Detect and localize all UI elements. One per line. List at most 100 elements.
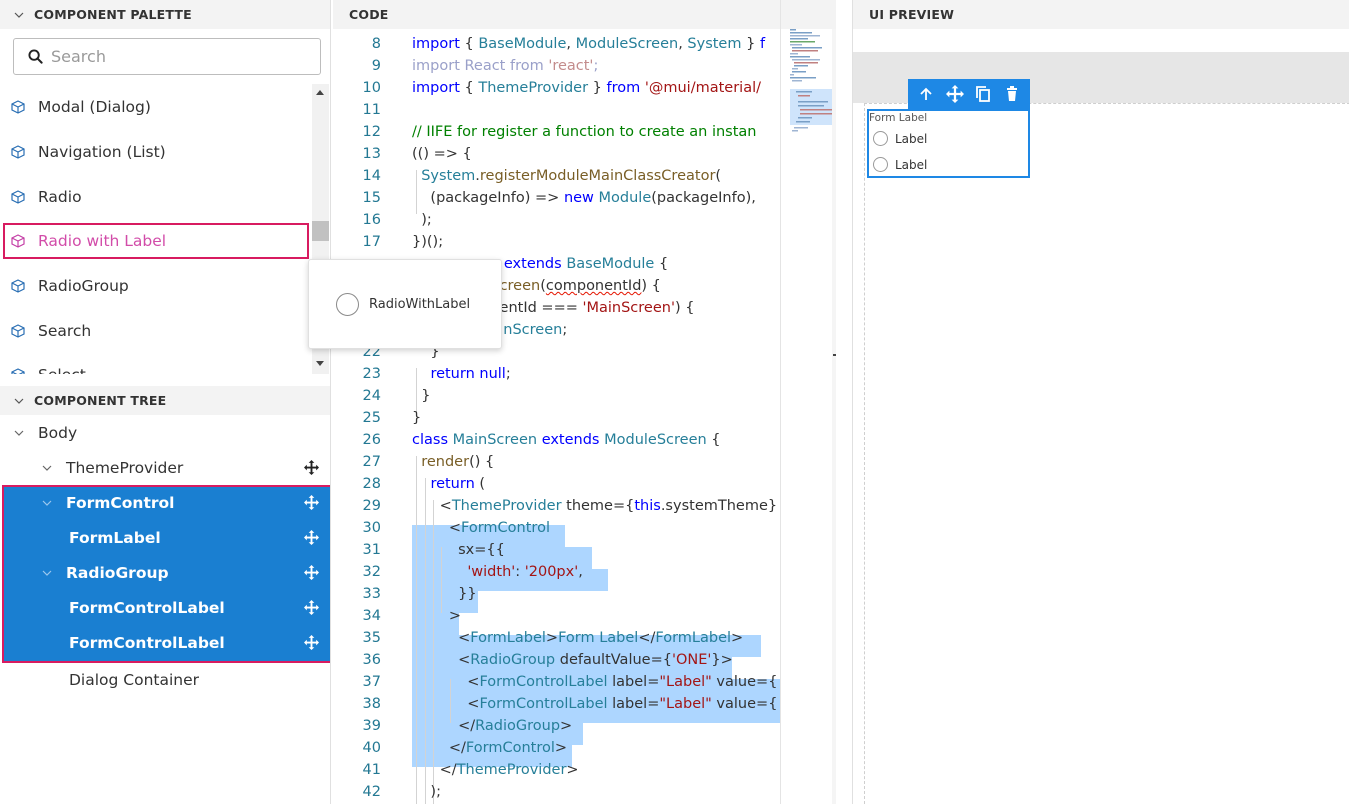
line-number: 23 <box>362 366 381 382</box>
line-number: 13 <box>362 146 381 162</box>
palette-item-navigation[interactable]: Navigation (List) <box>3 134 309 170</box>
preview-radio-label: Label <box>895 157 928 172</box>
arrow-up-icon[interactable] <box>917 85 935 103</box>
code-line: 32 'width': '200px', <box>333 561 780 583</box>
code-minimap[interactable] <box>790 29 836 139</box>
code-line: 14 System.registerModuleMainClassCreator… <box>333 165 780 187</box>
component-tree-header[interactable]: COMPONENT TREE <box>0 386 330 415</box>
preview-form-control[interactable]: Form Label Label Label <box>867 109 1030 178</box>
indent-guide <box>416 368 417 412</box>
scroll-thumb[interactable] <box>312 221 329 241</box>
component-palette-header[interactable]: COMPONENT PALETTE <box>0 0 330 29</box>
cube-icon <box>11 234 25 248</box>
editor-scrollbar[interactable] <box>832 29 836 804</box>
code-line: 34 > <box>333 605 780 627</box>
palette-item-radio-with-label[interactable]: Radio with Label <box>3 223 309 259</box>
move-icon[interactable] <box>304 530 319 545</box>
line-number: 24 <box>362 388 381 404</box>
tree-node-formcontrollabel[interactable]: FormControlLabel <box>0 625 330 660</box>
tree-node-formlabel[interactable]: FormLabel <box>0 520 330 555</box>
palette-list: Modal (Dialog) Navigation (List) Radio R… <box>0 84 312 374</box>
code-text: <FormControl <box>412 520 550 536</box>
scroll-down-arrow-icon[interactable] <box>316 361 324 366</box>
tree-node-label: FormControl <box>66 493 175 512</box>
code-text: ); <box>412 212 432 228</box>
scroll-up-arrow-icon[interactable] <box>316 90 324 95</box>
code-text: </RadioGroup> <box>412 718 573 734</box>
code-line: 27 render() { <box>333 451 780 473</box>
preview-canvas[interactable] <box>864 103 1349 804</box>
move-icon[interactable] <box>304 460 319 475</box>
copy-icon[interactable] <box>974 85 992 103</box>
tree-node-body[interactable]: Body <box>0 415 330 450</box>
chevron-down-icon[interactable] <box>42 568 52 578</box>
palette-item-search[interactable]: Search <box>3 313 309 349</box>
tree-node-themeprovider[interactable]: ThemeProvider <box>0 450 330 485</box>
tree-node-label: Body <box>38 423 78 442</box>
code-text: // IIFE for register a function to creat… <box>412 124 757 140</box>
line-number: 35 <box>362 630 381 646</box>
selection-highlight <box>412 745 572 767</box>
search-box[interactable] <box>13 38 321 75</box>
code-text: return ( <box>430 476 486 492</box>
palette-item-label: Navigation (List) <box>38 143 166 161</box>
move-icon[interactable] <box>304 635 319 650</box>
line-number: 29 <box>362 498 381 514</box>
code-text: <FormControlLabel label="Label" value={ <box>412 674 778 690</box>
code-line: 29 <ThemeProvider theme={this.systemThem… <box>333 495 780 517</box>
code-text: e extends BaseModule { <box>490 256 669 272</box>
line-number: 11 <box>362 102 381 118</box>
code-line: 28 return ( <box>333 473 780 495</box>
editor-divider <box>780 0 781 804</box>
tree-node-label: ThemeProvider <box>66 458 184 477</box>
line-number: 9 <box>371 58 381 74</box>
chevron-down-icon[interactable] <box>42 463 52 473</box>
preview-radio-label: Label <box>895 131 928 146</box>
palette-item-radio[interactable]: Radio <box>3 179 309 215</box>
code-line: 38 <FormControlLabel label="Label" value… <box>333 693 780 715</box>
search-input[interactable] <box>51 47 291 66</box>
move-icon[interactable] <box>945 85 964 103</box>
code-text: (packageInfo) => new Module(packageInfo)… <box>412 190 756 206</box>
code-text: sx={{ <box>412 542 505 558</box>
chevron-down-icon[interactable] <box>14 394 34 408</box>
delete-icon[interactable] <box>1003 85 1021 103</box>
tree-node-formcontrol[interactable]: FormControl <box>0 485 330 520</box>
line-number: 39 <box>362 718 381 734</box>
chevron-down-icon[interactable] <box>14 428 24 438</box>
code-line: 42 ); <box>333 781 780 803</box>
palette-item-modal[interactable]: Modal (Dialog) <box>3 89 309 125</box>
code-text: System.registerModuleMainClassCreator( <box>421 168 722 184</box>
code-text: } <box>412 388 431 404</box>
palette-item-radiogroup[interactable]: RadioGroup <box>3 268 309 304</box>
preview-radio-option[interactable]: Label <box>873 157 927 172</box>
code-line: 17})(); <box>333 231 780 253</box>
tree-node-radiogroup[interactable]: RadioGroup <box>0 555 330 590</box>
indent-guide <box>416 456 417 804</box>
preview-header: UI PREVIEW <box>853 0 1349 29</box>
radio-circle-icon[interactable] <box>873 157 888 172</box>
preview-radio-option[interactable]: Label <box>873 131 927 146</box>
tree-node-dialog-container[interactable]: Dialog Container <box>0 662 330 697</box>
cube-icon <box>11 145 25 159</box>
move-icon[interactable] <box>304 565 319 580</box>
line-number: 42 <box>362 784 381 800</box>
selection-highlight <box>412 569 608 591</box>
move-icon[interactable] <box>304 495 319 510</box>
tree-node-formcontrollabel[interactable]: FormControlLabel <box>0 590 330 625</box>
line-number: 12 <box>362 124 381 140</box>
chevron-down-icon[interactable] <box>42 498 52 508</box>
move-icon[interactable] <box>304 600 319 615</box>
cube-icon <box>11 324 25 338</box>
component-action-toolbar <box>908 79 1030 109</box>
selection-highlight <box>412 613 459 635</box>
palette-item-select[interactable]: Select <box>3 357 309 374</box>
line-number: 15 <box>362 190 381 206</box>
radio-circle-icon[interactable] <box>873 131 888 146</box>
palette-item-label: RadioGroup <box>38 277 129 295</box>
chevron-down-icon[interactable] <box>14 8 34 22</box>
cube-icon <box>11 279 25 293</box>
